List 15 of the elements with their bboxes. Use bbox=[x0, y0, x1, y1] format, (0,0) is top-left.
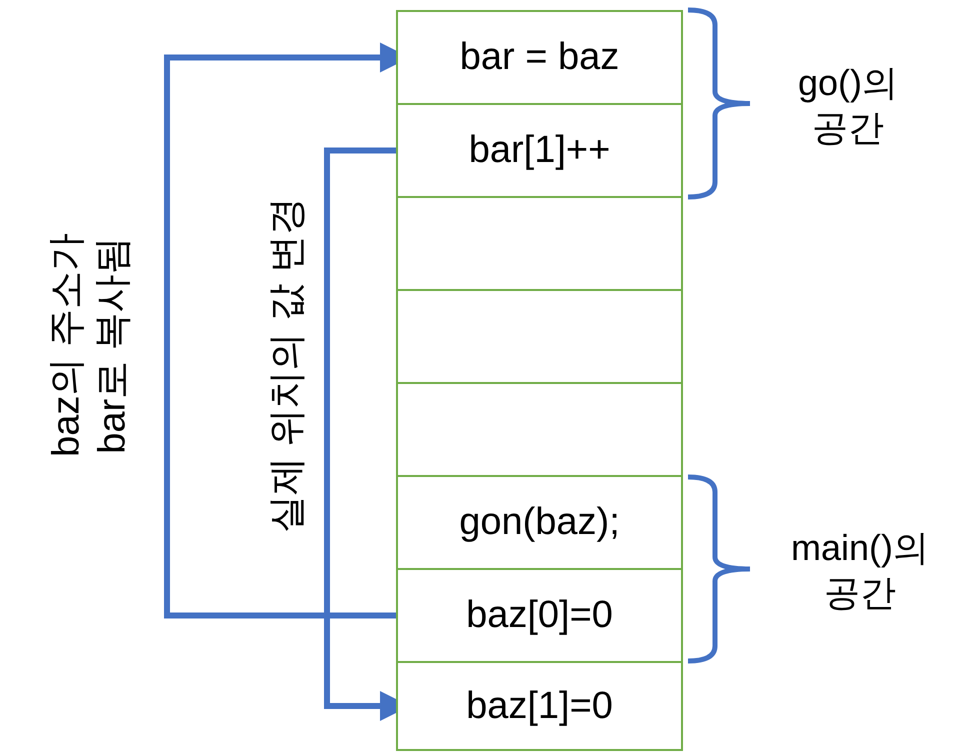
memory-cell bbox=[396, 10, 683, 105]
memory-cell bbox=[396, 289, 683, 384]
cell-text: baz[1]=0 bbox=[466, 684, 613, 728]
memory-cell bbox=[396, 568, 683, 663]
cell-text: bar[1]++ bbox=[468, 129, 610, 172]
stack-frame-label: main()의 공간 bbox=[790, 526, 930, 615]
memory-cell bbox=[396, 103, 683, 198]
cell-text: bar = baz bbox=[460, 36, 620, 79]
cell-text: baz[0]=0 bbox=[466, 594, 613, 637]
stack-frame-label: go()의 공간 bbox=[796, 61, 900, 150]
memory-cell bbox=[396, 382, 683, 477]
memory-cell bbox=[396, 475, 683, 570]
memory-cell bbox=[396, 661, 683, 751]
memory-cell bbox=[396, 196, 683, 291]
cell-text: gon(baz); bbox=[459, 501, 620, 544]
